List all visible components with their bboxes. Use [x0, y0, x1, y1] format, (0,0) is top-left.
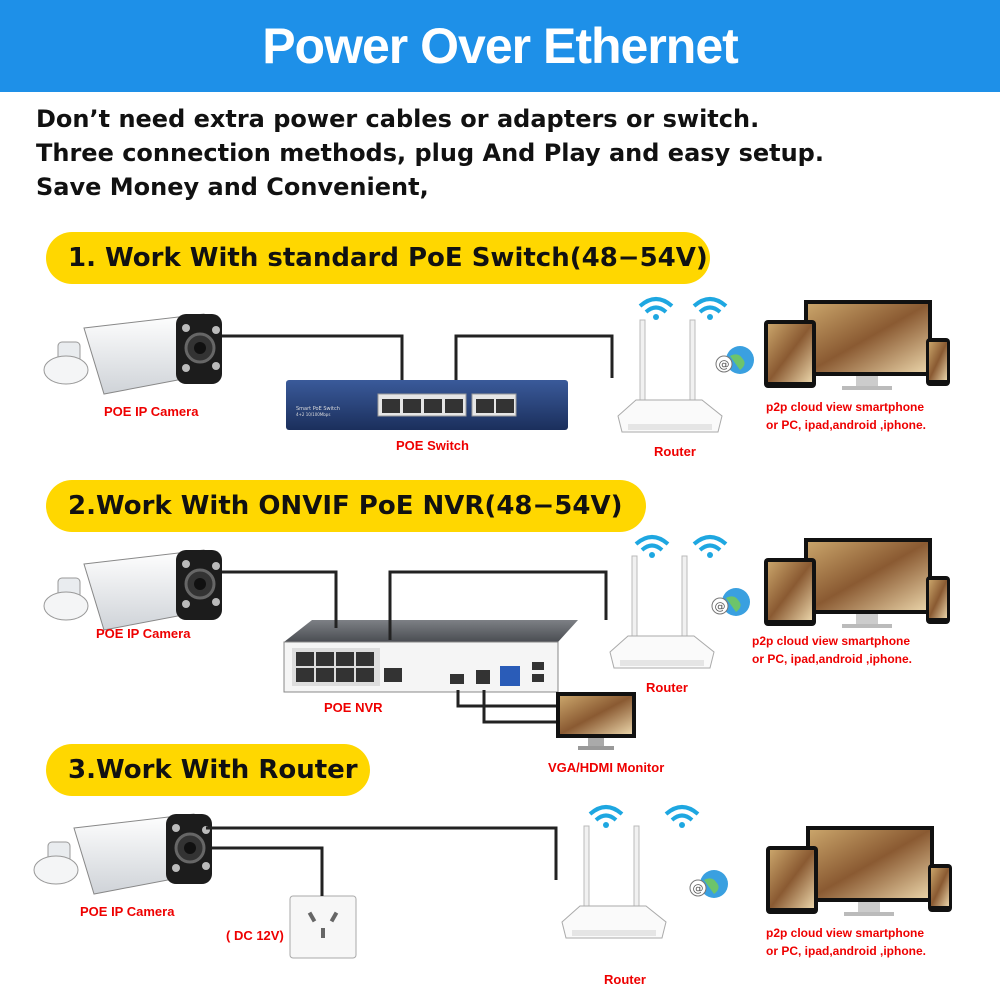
- section-3-title: 3.Work With Router: [46, 744, 370, 796]
- cloud-globe-icon: [689, 869, 729, 899]
- camera-icon: [32, 812, 214, 896]
- devices-icon: [764, 300, 950, 390]
- section-3-router-label: Router: [604, 972, 646, 987]
- section-2-router-label: Router: [646, 680, 688, 695]
- section-2-cables: [222, 570, 608, 724]
- section-2-nvr-label: POE NVR: [324, 700, 383, 715]
- section-2-title: 2.Work With ONVIF PoE NVR(48−54V): [46, 480, 646, 532]
- header-banner: Power Over Ethernet: [0, 0, 1000, 92]
- router-icon: [617, 319, 723, 433]
- section-1-router-label: Router: [654, 444, 696, 459]
- section-2-camera-label: POE IP Camera: [96, 626, 191, 641]
- cloud-caption-line-1: p2p cloud view smartphone: [766, 400, 925, 414]
- intro-text: Don’t need extra power cables or adapter…: [36, 102, 824, 204]
- cloud-caption-line-2: or PC, ipad,android ,iphone.: [752, 652, 913, 666]
- section-3-cables: [206, 826, 558, 896]
- cloud-caption-line-1: p2p cloud view smartphone: [752, 634, 911, 648]
- section-1-switch-label: POE Switch: [396, 438, 469, 453]
- intro-line-3: Save Money and Convenient,: [36, 173, 429, 201]
- section-3-camera-label: POE IP Camera: [80, 904, 175, 919]
- monitor-icon: [556, 692, 636, 750]
- power-socket-icon: [289, 895, 357, 959]
- page-title: Power Over Ethernet: [262, 18, 739, 74]
- section-1-cables: [222, 334, 614, 380]
- section-1-camera-label: POE IP Camera: [104, 404, 199, 419]
- cloud-caption-line-1: p2p cloud view smartphone: [766, 926, 925, 940]
- section-1-cloud-caption: p2p cloud view smartphone or PC, ipad,an…: [766, 398, 926, 434]
- cloud-globe-icon: [711, 587, 751, 617]
- section-3-cloud-caption: p2p cloud view smartphone or PC, ipad,an…: [766, 924, 926, 960]
- wifi-icon: [638, 297, 728, 322]
- wifi-icon: [588, 805, 700, 830]
- switch-spec-text: 4+2 10/100Mbps: [296, 412, 330, 417]
- section-2-cloud-caption: p2p cloud view smartphone or PC, ipad,an…: [752, 632, 912, 668]
- cloud-caption-line-2: or PC, ipad,android ,iphone.: [766, 418, 927, 432]
- router-icon: [609, 555, 715, 669]
- switch-brand-text: Smart PoE Switch: [296, 406, 340, 412]
- section-1-title: 1. Work With standard PoE Switch(48−54V): [46, 232, 710, 284]
- cloud-caption-line-2: or PC, ipad,android ,iphone.: [766, 944, 927, 958]
- intro-line-1: Don’t need extra power cables or adapter…: [36, 105, 760, 133]
- devices-icon: [764, 538, 950, 628]
- poe-switch-icon: Smart PoE Switch 4+2 10/100Mbps: [286, 380, 568, 430]
- router-icon: [561, 825, 667, 939]
- devices-icon: [766, 826, 952, 916]
- nvr-icon: [283, 620, 578, 693]
- camera-icon: [42, 548, 224, 632]
- camera-icon: [42, 312, 224, 396]
- intro-line-2: Three connection methods, plug And Play …: [36, 139, 824, 167]
- wifi-icon: [634, 535, 728, 560]
- cloud-globe-icon: [715, 345, 755, 375]
- section-2-monitor-label: VGA/HDMI Monitor: [548, 760, 665, 775]
- section-3-power-label: ( DC 12V): [226, 928, 284, 943]
